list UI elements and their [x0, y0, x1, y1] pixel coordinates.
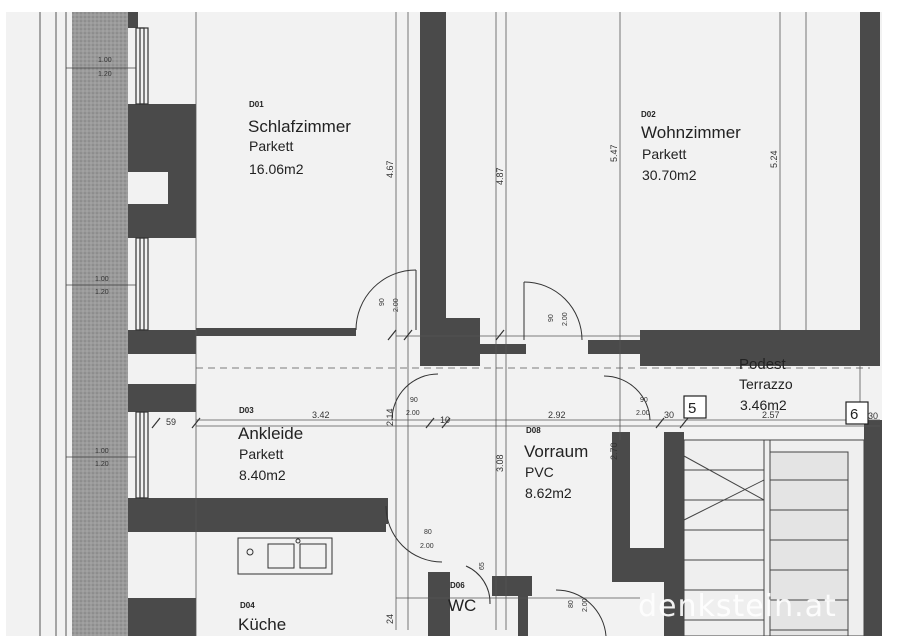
win-dim-100-c: 1.00 — [95, 448, 109, 455]
door-dim-200-a: 2.00 — [393, 298, 400, 312]
dim-30-b: 30 — [868, 411, 878, 421]
door-dim-90-a: 90 — [379, 298, 386, 306]
stair-number-5: 5 — [688, 400, 696, 417]
stair-number-6: 6 — [850, 406, 858, 423]
room-name-vorraum: Vorraum — [524, 442, 588, 461]
room-floor-schlafzimmer: Parkett — [249, 138, 293, 154]
dim-5-47: 5.47 — [609, 144, 619, 162]
dim-2-92: 2.92 — [548, 410, 566, 420]
exterior-facade — [39, 12, 128, 636]
room-code-wohnzimmer: D02 — [641, 110, 656, 119]
room-code-vorraum: D08 — [526, 426, 541, 435]
win-dim-120-b: 1.20 — [95, 289, 109, 296]
win-dim-100-b: 1.00 — [95, 276, 109, 283]
windows — [135, 27, 149, 499]
doors — [355, 269, 651, 636]
win-dim-100-a: 1.00 — [98, 57, 112, 64]
walls — [128, 12, 882, 636]
dim-10: 10 — [440, 415, 450, 425]
door-dim-200-e: 2.00 — [420, 543, 434, 550]
window-dimensions: 1.00 1.20 1.00 1.20 1.00 1.20 — [95, 57, 112, 468]
room-area-ankleide: 8.40m2 — [239, 467, 286, 483]
dim-2-70: 2.70 — [609, 442, 619, 460]
room-name-podest: Podest — [739, 356, 787, 373]
door-dim-90-c: 90 — [410, 397, 418, 404]
door-dim-90-b: 90 — [548, 314, 555, 322]
window-dimension-lines — [66, 67, 136, 458]
door-dim-80-a: 80 — [424, 529, 432, 536]
room-name-ankleide: Ankleide — [238, 424, 303, 443]
room-area-podest: 3.46m2 — [740, 397, 787, 413]
watermark-text: denkstein.at — [638, 589, 837, 624]
vertical-dimensions: 4.67 4.87 5.47 5.24 3.08 2.70 2.14 24 — [385, 144, 779, 624]
room-name-kueche: Küche — [238, 615, 286, 634]
stair-number-boxes — [683, 395, 869, 425]
dim-2-14: 2.14 — [385, 408, 395, 426]
dim-3-08: 3.08 — [495, 454, 505, 472]
dim-30-a: 30 — [664, 410, 674, 420]
door-dim-200-f: 2.00 — [582, 598, 589, 612]
room-floor-vorraum: PVC — [525, 464, 554, 480]
kitchen-sink — [237, 537, 333, 575]
dim-5-24: 5.24 — [769, 150, 779, 168]
room-code-schlafzimmer: D01 — [249, 100, 264, 109]
room-name-wc: WC — [448, 596, 476, 615]
drawing-lines — [195, 12, 880, 636]
horizontal-dimensions: 59 3.42 10 2.92 30 2.57 30 — [166, 410, 878, 427]
dim-24: 24 — [385, 614, 395, 624]
dim-3-42: 3.42 — [312, 410, 330, 420]
room-name-wohnzimmer: Wohnzimmer — [641, 123, 741, 142]
door-dim-200-c: 2.00 — [406, 410, 420, 417]
door-dim-200-d: 2.00 — [636, 410, 650, 417]
door-dim-65: 65 — [479, 562, 486, 570]
room-floor-wohnzimmer: Parkett — [642, 146, 686, 162]
door-dim-200-b: 2.00 — [562, 312, 569, 326]
dim-4-67: 4.67 — [385, 160, 395, 178]
door-dim-90-d: 90 — [640, 397, 648, 404]
door-dimensions: 90 2.00 90 2.00 90 2.00 90 2.00 80 2.00 … — [379, 298, 650, 612]
room-code-kueche: D04 — [240, 601, 255, 610]
room-code-wc: D06 — [450, 581, 465, 590]
staircase — [683, 439, 865, 636]
room-area-wohnzimmer: 30.70m2 — [642, 167, 697, 183]
room-code-ankleide: D03 — [239, 406, 254, 415]
room-area-schlafzimmer: 16.06m2 — [249, 161, 304, 177]
door-dim-80-b: 80 — [568, 600, 575, 608]
win-dim-120-a: 1.20 — [98, 71, 112, 78]
room-floor-ankleide: Parkett — [239, 446, 283, 462]
win-dim-120-c: 1.20 — [95, 461, 109, 468]
dim-59: 59 — [166, 417, 176, 427]
dim-2-57: 2.57 — [762, 410, 780, 420]
room-area-vorraum: 8.62m2 — [525, 485, 572, 501]
room-name-schlafzimmer: Schlafzimmer — [248, 117, 351, 136]
dim-4-87: 4.87 — [495, 167, 505, 185]
room-floor-podest: Terrazzo — [739, 376, 793, 392]
dimension-ticks — [151, 329, 689, 429]
